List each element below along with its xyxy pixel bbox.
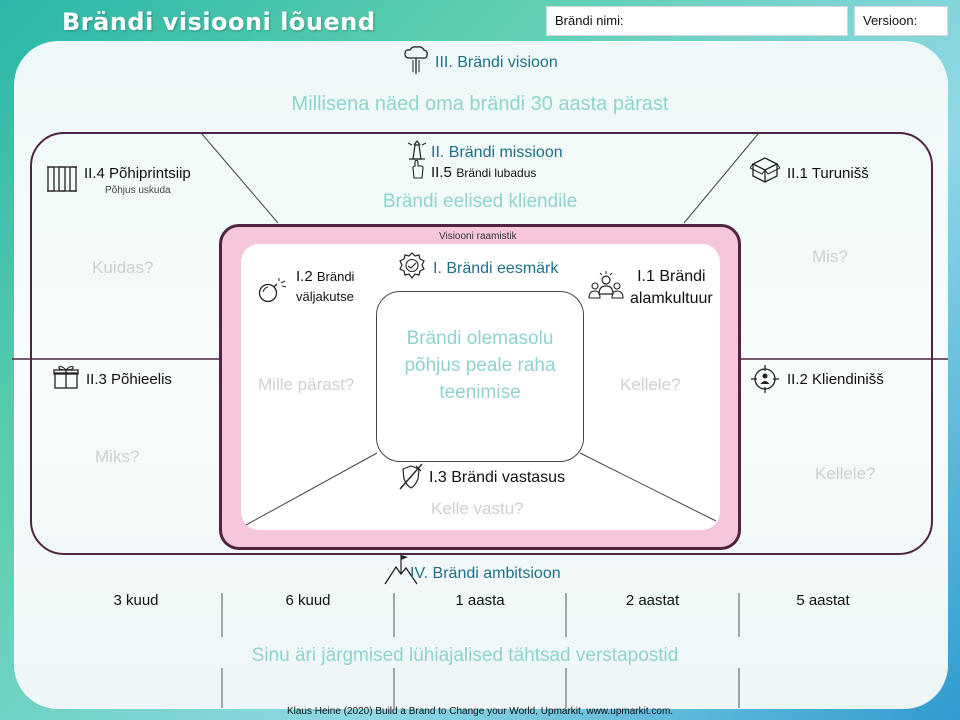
purpose-center-box[interactable] (376, 291, 584, 462)
promise-number: II.5 (431, 164, 452, 181)
purpose-label: I. Brändi eesmärk (433, 260, 559, 277)
subculture-label-line1: I.1 Brändi (637, 268, 706, 285)
hand-icon (410, 160, 426, 180)
challenge-heading: I.2 Brändi väljakutse (296, 267, 354, 307)
vision-label: III. Brändi visioon (435, 54, 558, 71)
customer-niche-label: Kliendinišš (812, 371, 884, 388)
ambitions-prompt: Sinu äri järgmised lühiajalised tähtsad … (251, 645, 679, 666)
enemy-prompt: Kelle vastu? (431, 499, 524, 518)
purpose-center-text: Brändi olemasolu põhjus peale raha teeni… (404, 328, 556, 403)
promise-heading: II.5 Brändi lubadus (431, 164, 536, 182)
customer-niche-prompt: Kellele? (815, 464, 876, 483)
subculture-label-line2: alamkultuur (630, 290, 713, 307)
challenge-prompt: Mille pärast? (258, 375, 355, 394)
core-belief-label: Põhieelis (111, 371, 172, 388)
challenge-number: I.2 (296, 268, 313, 285)
target-user-icon (751, 365, 779, 393)
subculture-heading: I.1 Brändi alamkultuur (630, 266, 713, 310)
promise-label: Brändi lubadus (456, 166, 537, 180)
sword-shield-icon (398, 463, 424, 491)
period-6-months: 6 kuud (285, 592, 331, 609)
principle-heading: II.4 Põhiprintsiip (84, 165, 191, 182)
mountain-flag-icon (384, 553, 418, 585)
vision-prompt: Millisena näed oma brändi 30 aasta päras… (291, 93, 669, 115)
customer-niche-heading: II.2 Kliendinišš (787, 371, 884, 388)
mission-label: II. Brändi missioon (431, 144, 563, 161)
canvas-title: Brändi visiooni lõuend (62, 8, 376, 36)
outer-frame (30, 132, 933, 555)
core-belief-number: II.3 (86, 371, 107, 388)
subculture-prompt: Kellele? (620, 375, 681, 394)
pillars-icon (47, 165, 77, 193)
core-belief-heading: II.3 Põhieelis (86, 371, 172, 388)
challenge-label-line1: Brändi (316, 269, 355, 284)
market-niche-prompt: Mis? (812, 247, 848, 266)
footer-credit: Klaus Heine (2020) Build a Brand to Chan… (286, 706, 674, 717)
brand-name-field[interactable]: Brändi nimi: (546, 6, 848, 36)
group-icon (588, 270, 624, 302)
principle-prompt: Kuidas? (92, 258, 154, 277)
gift-icon (53, 364, 79, 390)
challenge-label-line2: väljakutse (296, 289, 354, 304)
mission-prompt: Brändi eelised kliendile (382, 191, 578, 212)
market-niche-number: II.1 (787, 165, 808, 182)
tree-icon (403, 46, 429, 76)
period-5-years: 5 aastat (796, 592, 850, 609)
vision-frame-label: Visiooni raamistik (439, 231, 517, 242)
lighthouse-icon (405, 137, 429, 161)
customer-niche-number: II.2 (787, 371, 808, 388)
boxes-icon (750, 155, 780, 185)
ambitions-label: IV. Brändi ambitsioon (410, 565, 561, 582)
market-niche-label: Turunišš (811, 165, 869, 182)
version-field[interactable]: Versioon: (854, 6, 948, 36)
principle-sublabel: Põhjus uskuda (105, 185, 171, 196)
enemy-label: I.3 Brändi vastasus (429, 469, 566, 486)
principle-label: Põhiprintsiip (109, 165, 191, 182)
period-3-months: 3 kuud (113, 592, 159, 609)
core-belief-prompt: Miks? (95, 447, 140, 466)
market-niche-heading: II.1 Turunišš (787, 165, 869, 182)
badge-icon (398, 252, 426, 280)
period-2-years: 2 aastat (625, 592, 680, 609)
principle-number: II.4 (84, 165, 105, 182)
bomb-icon (257, 278, 287, 304)
period-1-year: 1 aasta (455, 592, 505, 609)
